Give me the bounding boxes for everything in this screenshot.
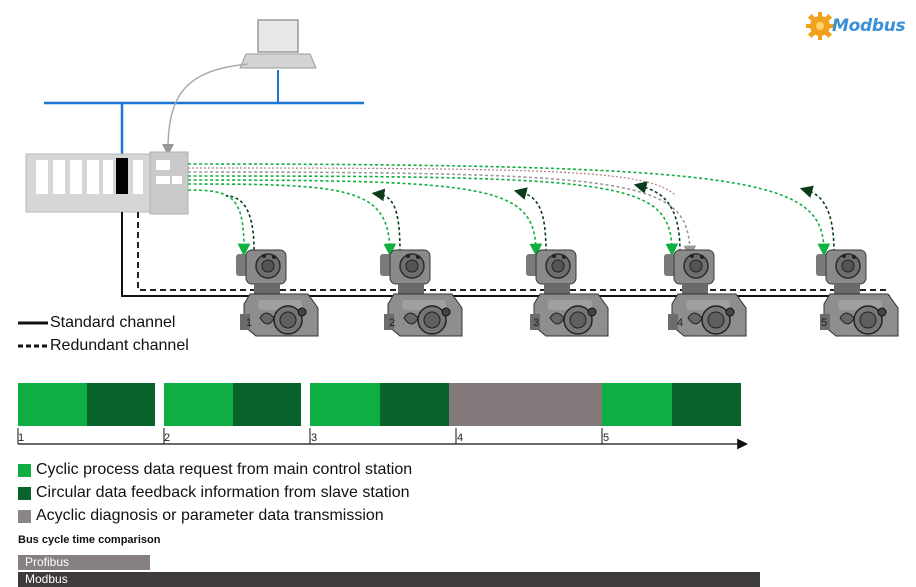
modbus-gear-icon [806,12,834,40]
timeline-segment-feedback-3 [380,383,449,426]
standard-channel-label: Standard channel [50,314,176,331]
timeline-segment-feedback-4 [672,383,741,426]
network-diagram: 1 2 3 4 5 1 2 3 4 5 [17,19,899,450]
modbus-logo: Modbus [806,12,914,44]
legend-item-feedback: Circular data feedback information from … [18,484,410,502]
laptop-icon [239,19,317,69]
profibus-bar: Profibus [18,555,150,570]
legend-item-request: Cyclic process data request from main co… [18,461,412,479]
device-label-2: 2 [389,317,395,329]
legend-item-acyclic: Acyclic diagnosis or parameter data tran… [18,507,384,525]
signal-lines [187,163,835,259]
modbus-logo-text: Modbus [832,16,906,36]
timeline-tick-label-5: 5 [603,432,609,444]
timeline-segment-feedback-1 [87,383,155,426]
device-label-1: 1 [246,317,252,329]
timeline-segment-request-1 [18,383,87,426]
timeline-bar [18,383,741,426]
timeline-segment-request-4 [602,383,672,426]
actuator-device-5 [815,249,899,337]
legend-text-feedback: Circular data feedback information from … [36,484,410,501]
plc-rack-icon [25,151,189,215]
laptop-to-plc-link [162,63,249,156]
timeline-segment-feedback-2 [233,383,301,426]
redundant-channel-line [137,212,886,291]
standard-channel-line [121,212,890,297]
timeline-tick-label-4: 4 [457,432,463,444]
timeline-segment-acyclic [449,383,602,426]
bus-cycle-title: Bus cycle time comparison [18,534,161,546]
legend-text-request: Cyclic process data request from main co… [36,461,413,478]
device-label-3: 3 [533,317,539,329]
device-label-5: 5 [821,317,827,329]
legend-swatch-request [18,463,31,477]
timeline-tick-label-1: 1 [18,432,24,444]
redundant-channel-label: Redundant channel [50,337,189,354]
timeline-segment-request-2 [164,383,233,426]
timeline-tick-label-3: 3 [311,432,317,444]
device-label-4: 4 [677,317,683,329]
timeline-segment-request-3 [310,383,380,426]
timeline-ticks [17,428,603,444]
modbus-bar: Modbus [18,572,760,587]
profibus-bar-label: Profibus [25,555,70,569]
modbus-bar-label: Modbus [25,572,68,586]
legend-text-acyclic: Acyclic diagnosis or parameter data tran… [36,507,384,524]
timeline-tick-label-2: 2 [164,432,170,444]
legend-swatch-acyclic [18,509,31,523]
legend-swatch-feedback [18,486,31,500]
